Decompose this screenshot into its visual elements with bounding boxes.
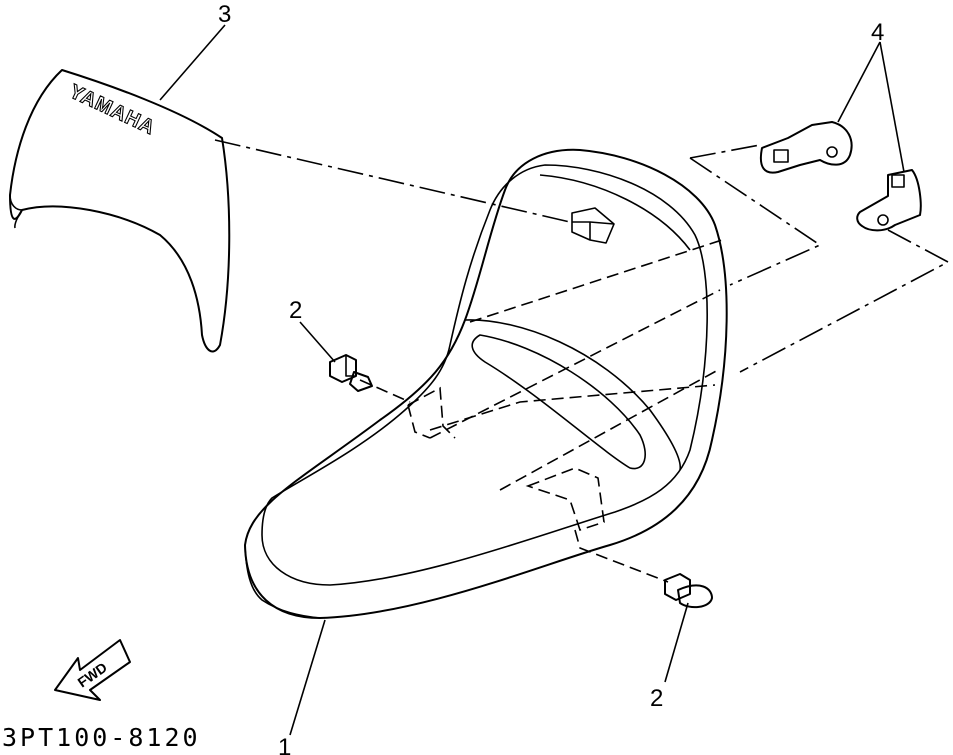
rear-cover-part: YAMAHA (9, 69, 231, 353)
bolt-right (664, 573, 713, 609)
cover-logo-text: YAMAHA (66, 81, 159, 140)
callout-cover: 3 (218, 1, 231, 28)
leader-lines (159, 24, 905, 736)
seat-part (244, 148, 728, 619)
bolt-left (329, 354, 373, 392)
assembly-lines (214, 139, 950, 583)
bracket-upper (759, 121, 853, 174)
fwd-arrow-icon: FWD (54, 639, 131, 701)
callout-brackets: 4 (871, 19, 884, 46)
bracket-lower (856, 169, 922, 232)
callout-bolt-right: 2 (650, 685, 663, 712)
callout-seat: 1 (278, 734, 291, 755)
callout-bolt-left: 2 (289, 297, 302, 324)
diagram-code: 3PT100-8120 (2, 723, 201, 752)
